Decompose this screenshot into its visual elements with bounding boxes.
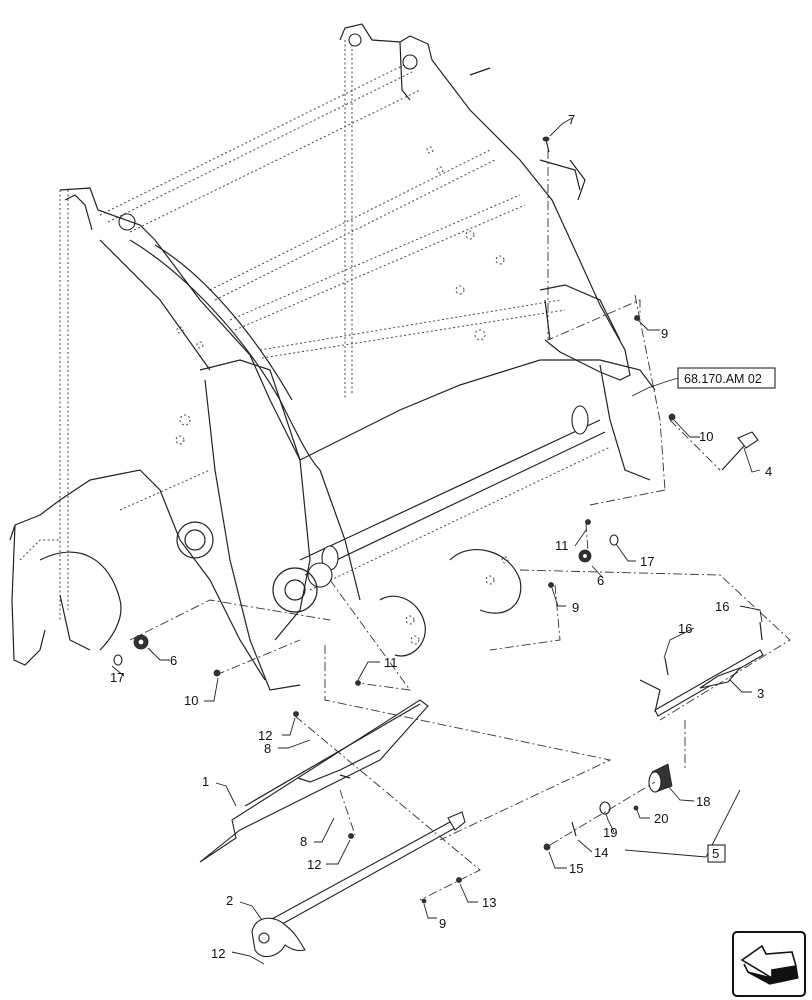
- callout-15: 15: [569, 861, 583, 876]
- callout-9: 9: [661, 326, 668, 341]
- callout-9: 9: [439, 916, 446, 931]
- callout-19: 19: [603, 825, 617, 840]
- callout-9: 9: [572, 600, 579, 615]
- callout-1: 1: [202, 774, 209, 789]
- callout-14: 14: [594, 845, 608, 860]
- baler-frame: [9, 23, 656, 691]
- hardware-parts: [113, 136, 759, 686]
- callout-4: 4: [765, 464, 772, 479]
- callout-11: 11: [384, 655, 398, 670]
- callout-16: 16: [678, 621, 692, 636]
- leader-lines: [111, 117, 763, 965]
- callout-6: 6: [597, 573, 604, 588]
- group-box-5: [707, 844, 726, 863]
- callout-17: 17: [640, 554, 654, 569]
- reference-box[interactable]: [677, 367, 776, 389]
- callout-11: 11: [555, 538, 569, 553]
- part-5-group: [543, 763, 741, 858]
- callout-5: 5: [712, 846, 719, 861]
- callout-12: 12: [307, 857, 321, 872]
- callout-8: 8: [300, 834, 307, 849]
- callout-7: 7: [568, 112, 575, 127]
- callout-labels: 7 9 10 4 11 17 6 9 16 16 3 6 17 10 11 12…: [110, 112, 772, 961]
- assembly-lines: [129, 150, 791, 901]
- part-1-shield: [199, 699, 429, 863]
- callout-18: 18: [696, 794, 710, 809]
- callout-12: 12: [211, 946, 225, 961]
- reference-label[interactable]: 68.170.AM 02: [684, 372, 762, 386]
- callout-20: 20: [654, 811, 668, 826]
- callout-10: 10: [699, 429, 713, 444]
- reference-link[interactable]: 68.170.AM 02: [631, 367, 776, 397]
- part-3-shaft: [639, 621, 764, 717]
- callout-8: 8: [264, 741, 271, 756]
- callout-16: 16: [715, 599, 729, 614]
- callout-12: 12: [258, 728, 272, 743]
- callout-13: 13: [482, 895, 496, 910]
- part-2-rod: [251, 811, 466, 958]
- callout-2: 2: [226, 893, 233, 908]
- navigation-arrow-icon[interactable]: [732, 931, 806, 997]
- callout-17: 17: [110, 670, 124, 685]
- callout-6: 6: [170, 653, 177, 668]
- callout-10: 10: [184, 693, 198, 708]
- callout-3: 3: [757, 686, 764, 701]
